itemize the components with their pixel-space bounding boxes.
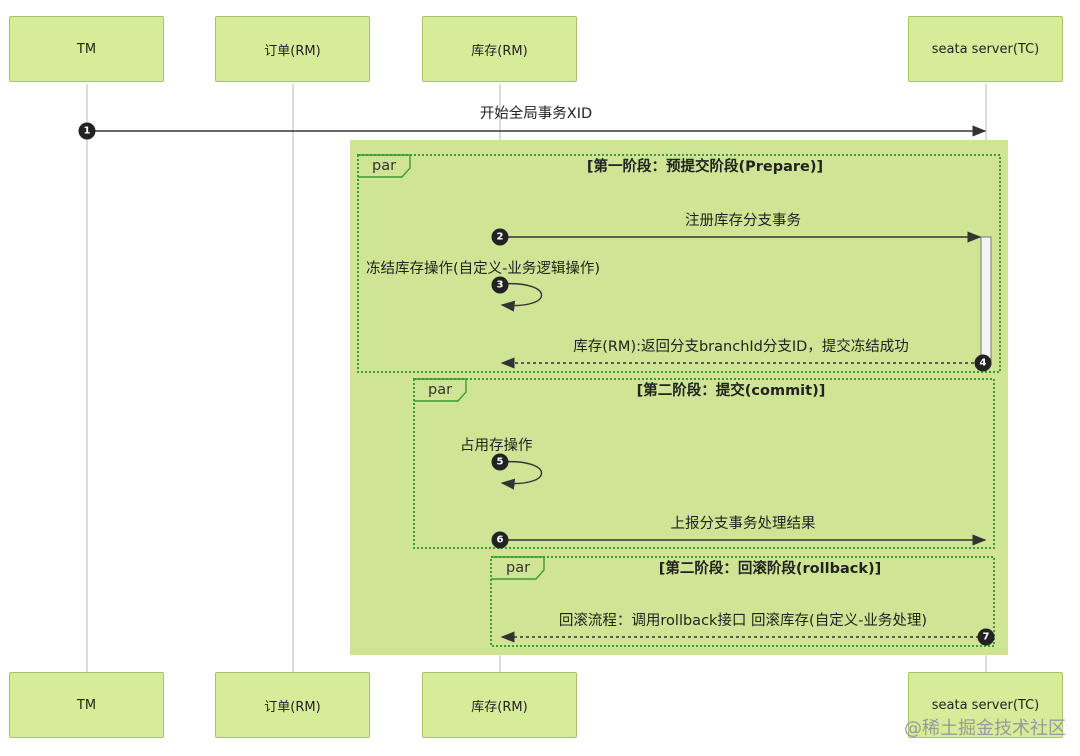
sequence-number-3: 3 bbox=[491, 276, 509, 294]
fragment-commit-title: [第二阶段：提交(commit)] bbox=[636, 383, 826, 399]
sequence-number-5: 5 bbox=[491, 453, 509, 471]
actor-order-bottom: 订单(RM) bbox=[215, 672, 370, 738]
message-label-4: 库存(RM):返回分支branchId分支ID，提交冻结成功 bbox=[573, 339, 909, 355]
actor-stock-bottom: 库存(RM) bbox=[422, 672, 577, 738]
fragment-commit-tag: par bbox=[428, 382, 453, 398]
watermark: @稀土掘金技术社区 bbox=[904, 718, 1066, 739]
actor-tm-top: TM bbox=[9, 16, 164, 82]
message-label-3: 冻结库存操作(自定义-业务逻辑操作) bbox=[366, 261, 601, 277]
fragment-rollback-tag: par bbox=[506, 560, 531, 576]
message-label-2: 注册库存分支事务 bbox=[685, 213, 801, 229]
message-label-6: 上报分支事务处理结果 bbox=[670, 516, 816, 532]
sequence-number-4: 4 bbox=[974, 354, 992, 372]
activation-bar-tc bbox=[980, 236, 992, 366]
sequence-number-2: 2 bbox=[491, 228, 509, 246]
sequence-number-1: 1 bbox=[78, 122, 96, 140]
sequence-number-6: 6 bbox=[491, 531, 509, 549]
message-label-1: 开始全局事务XID bbox=[479, 106, 593, 122]
actor-label: seata server(TC) bbox=[931, 41, 1040, 57]
actor-label: 库存(RM) bbox=[471, 699, 528, 715]
fragment-prepare-tag: par bbox=[372, 158, 397, 174]
message-label-5: 占用存操作 bbox=[460, 438, 533, 454]
message-label-7: 回滚流程：调用rollback接口 回滚库存(自定义-业务处理) bbox=[558, 613, 928, 629]
actor-label: TM bbox=[76, 697, 97, 713]
actor-tc-bottom: seata server(TC) bbox=[908, 672, 1063, 738]
arrow-msg-5 bbox=[499, 460, 543, 490]
arrow-msg-3 bbox=[499, 282, 543, 312]
fragment-rollback-title: [第二阶段：回滚阶段(rollback)] bbox=[658, 561, 882, 577]
actor-label: 订单(RM) bbox=[264, 43, 321, 59]
actor-order-top: 订单(RM) bbox=[215, 16, 370, 82]
fragment-prepare bbox=[357, 154, 1001, 373]
fragment-prepare-title: [第一阶段：预提交阶段(Prepare)] bbox=[586, 159, 824, 175]
actor-label: TM bbox=[76, 41, 97, 57]
actor-label: seata server(TC) bbox=[931, 697, 1040, 713]
fragment-rollback bbox=[490, 556, 995, 647]
fragment-commit bbox=[413, 378, 995, 549]
actor-label: 库存(RM) bbox=[471, 43, 528, 59]
actor-label: 订单(RM) bbox=[264, 699, 321, 715]
actor-tc-top: seata server(TC) bbox=[908, 16, 1063, 82]
sequence-number-7: 7 bbox=[977, 628, 995, 646]
par-region-background bbox=[350, 140, 1008, 655]
actor-stock-top: 库存(RM) bbox=[422, 16, 577, 82]
actor-tm-bottom: TM bbox=[9, 672, 164, 738]
